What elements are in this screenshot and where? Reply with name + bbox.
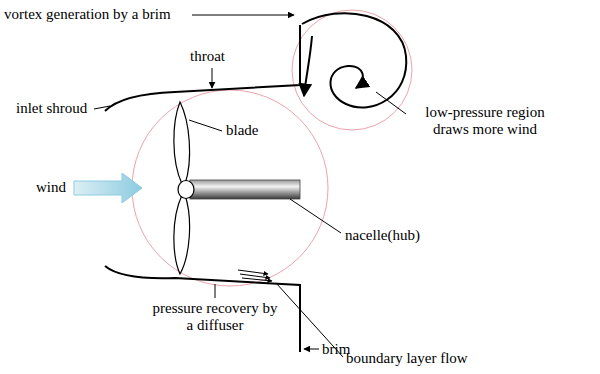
blade-lower: [174, 195, 190, 274]
wind-arrow: [74, 173, 142, 203]
vortex-curve: [302, 13, 406, 107]
lower-shroud: [105, 266, 300, 352]
callout-label: vortex generation by a brim: [4, 6, 171, 23]
callout-label: low-pressure region draws more wind: [410, 104, 560, 138]
nacelle-body: [190, 180, 300, 199]
leader-lines: [94, 15, 406, 357]
vortex-downflow: [304, 36, 312, 96]
blade-upper: [174, 102, 190, 184]
part-label: nacelle(hub): [345, 227, 420, 244]
highlight-circle: [292, 10, 412, 130]
upper-shroud: [105, 25, 300, 111]
part-label: inlet shroud: [16, 100, 87, 117]
callout-label: pressure recovery by a diffuser: [150, 300, 280, 334]
highlight-circle: [132, 90, 328, 286]
boundary-layer-arrows: [238, 270, 272, 281]
part-label: throat: [190, 48, 225, 65]
part-label: blade: [226, 122, 258, 139]
callout-label: boundary layer flow: [346, 350, 468, 367]
flow-label: wind: [36, 179, 66, 196]
hub-nose: [178, 181, 194, 199]
